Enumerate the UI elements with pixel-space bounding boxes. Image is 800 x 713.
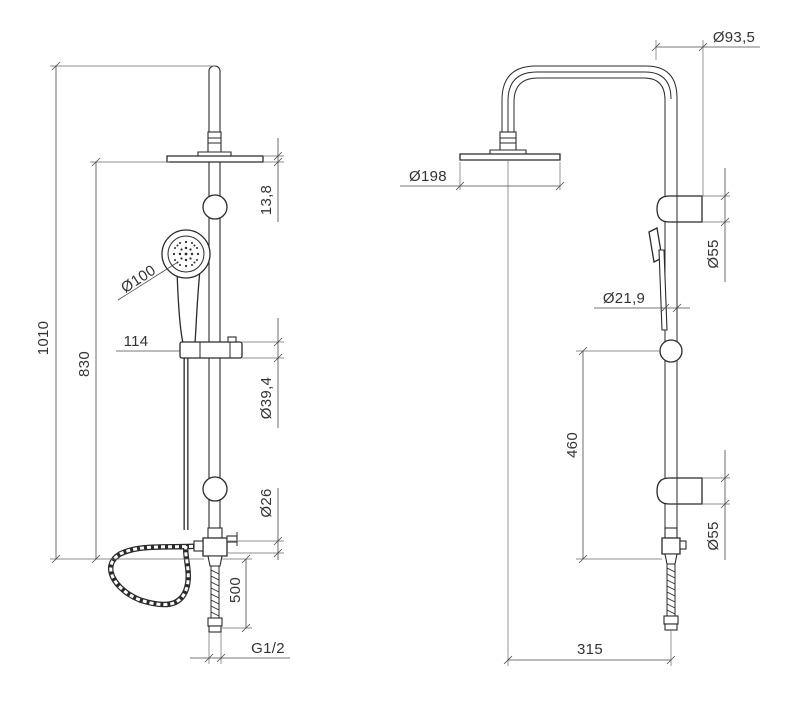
- label-arm-diameter: Ø93,5: [713, 29, 755, 46]
- dim-head-diameter: Ø198: [400, 162, 565, 191]
- diverter-valve: [193, 527, 238, 567]
- dim-upper-clamp: Ø55: [702, 168, 730, 282]
- middle-knob: [659, 339, 683, 363]
- hand-shower: [161, 229, 211, 344]
- upper-clamp: [656, 195, 703, 223]
- label-holder-offset: 114: [124, 333, 149, 350]
- dim-overall-height: 1010: [35, 61, 215, 564]
- hand-shower-side: [648, 227, 668, 331]
- label-head-thickness: 13,8: [258, 185, 275, 215]
- shower-hose: [108, 352, 201, 608]
- dim-hand-shower: Ø100: [117, 261, 179, 301]
- dim-arm-diameter: Ø93,5: [651, 29, 760, 196]
- flex-connector-side: [663, 564, 679, 631]
- slide-holder: [179, 336, 243, 359]
- label-head-diameter: Ø198: [409, 168, 447, 185]
- label-hand-shower-diameter: Ø100: [118, 262, 159, 297]
- front-view: 1010 830 13,8 Ø100 114: [35, 61, 290, 664]
- label-clamp-spacing: 460: [564, 432, 581, 458]
- dim-head-height: 830: [76, 157, 170, 564]
- dim-holder-diameter: Ø39,4: [242, 318, 284, 428]
- label-holder-diameter: Ø39,4: [258, 377, 275, 419]
- label-connector-spacing: 500: [227, 577, 244, 603]
- dim-arm-reach: 315: [503, 160, 676, 666]
- side-view: Ø93,5 Ø198 Ø55 Ø21,9: [400, 29, 760, 666]
- dim-connector-spacing: 500: [222, 554, 252, 633]
- label-arm-reach: 315: [577, 641, 603, 658]
- label-head-height: 830: [76, 351, 93, 377]
- dim-clamp-spacing: 460: [564, 346, 662, 564]
- diverter-side: [661, 527, 687, 565]
- dim-lower-knob: Ø26: [227, 488, 284, 560]
- label-overall-height: 1010: [35, 321, 52, 356]
- label-connector-thread: G1/2: [251, 640, 285, 657]
- curved-arm: [501, 65, 678, 536]
- label-lower-clamp-diameter: Ø55: [705, 521, 722, 550]
- dim-connector-thread: G1/2: [190, 632, 290, 664]
- label-lower-knob-diameter: Ø26: [258, 488, 275, 517]
- rain-head-front: [166, 131, 264, 163]
- dim-lower-clamp: Ø55: [702, 450, 730, 560]
- label-upper-clamp-diameter: Ø55: [705, 239, 722, 268]
- lower-clamp: [656, 477, 703, 505]
- rain-head-side: [459, 131, 561, 161]
- label-pipe-diameter: Ø21,9: [603, 290, 645, 307]
- flex-connector: [207, 566, 223, 633]
- lower-knob: [202, 476, 228, 502]
- dim-head-thickness: 13,8: [258, 138, 284, 222]
- dim-holder-offset: 114: [116, 333, 180, 352]
- upper-knob: [202, 194, 228, 220]
- dim-pipe-diameter: Ø21,9: [594, 290, 690, 313]
